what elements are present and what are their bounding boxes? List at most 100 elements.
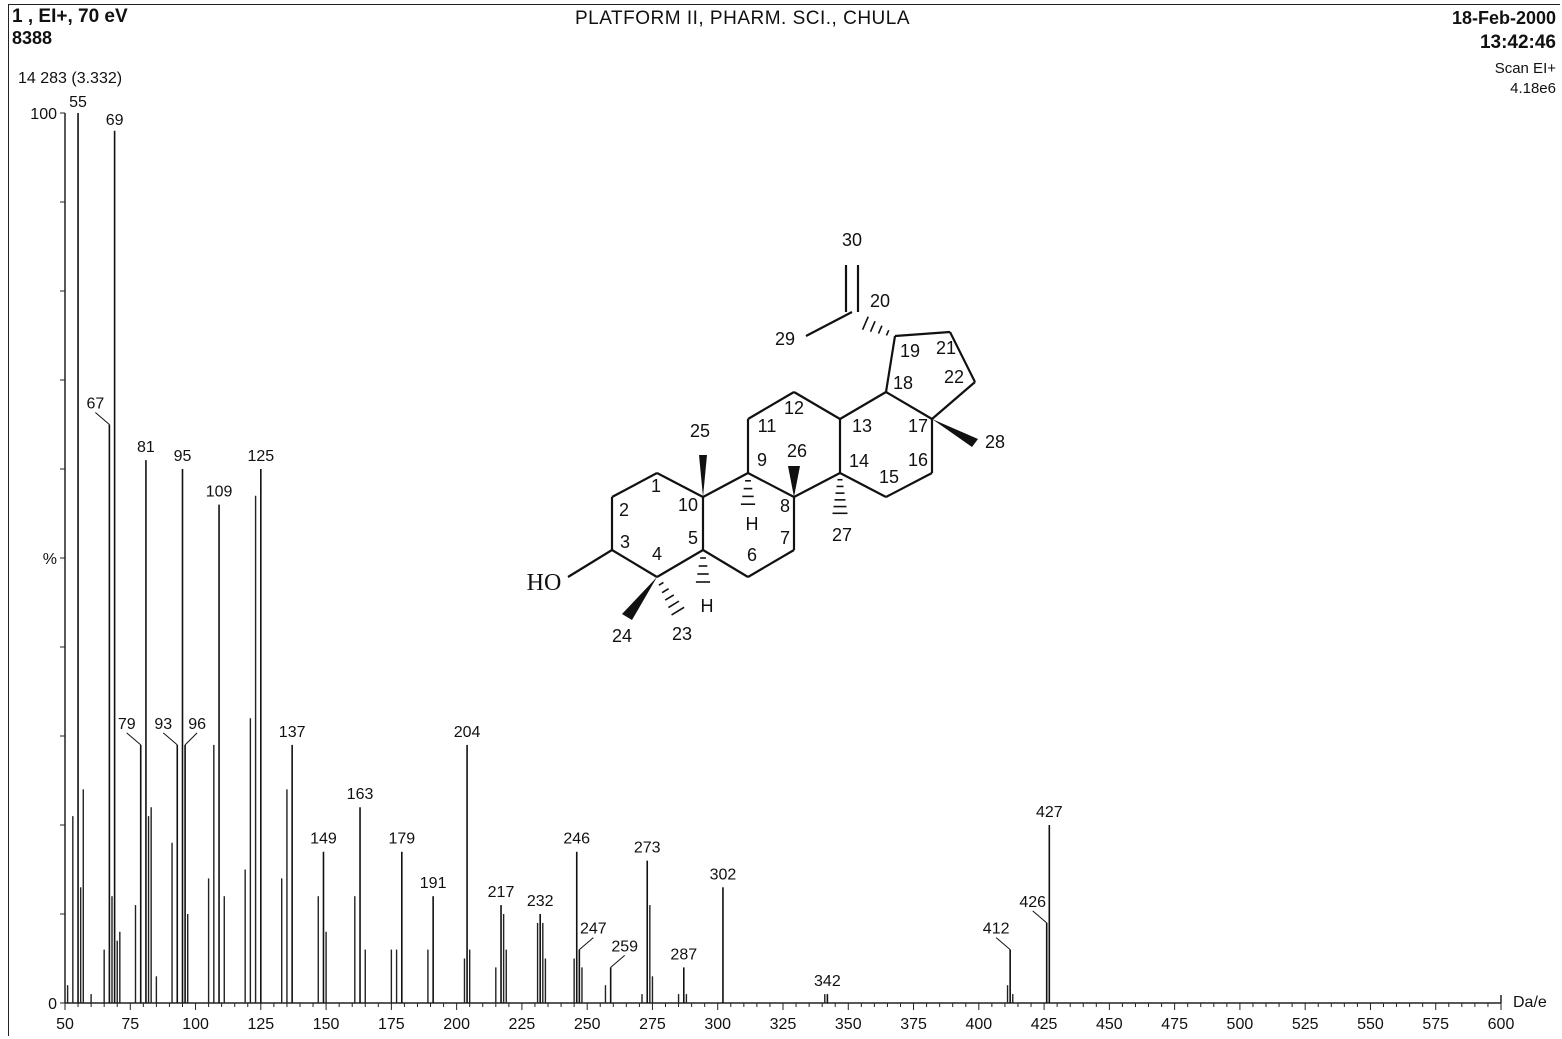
x-tick-label: 425 <box>1031 1016 1058 1033</box>
atom-label: 1 <box>651 476 661 496</box>
structure-bond <box>567 549 613 578</box>
structure-bond <box>793 472 841 498</box>
structure-wedge <box>932 419 978 447</box>
atom-label: 24 <box>612 626 632 646</box>
x-tick-label: 500 <box>1227 1016 1254 1033</box>
structure-hash <box>885 329 890 336</box>
atom-label: 17 <box>908 416 928 436</box>
atom-label: 8 <box>780 496 790 516</box>
structure-bond <box>611 472 658 498</box>
atom-label: 13 <box>852 416 872 436</box>
peak-label: 246 <box>563 831 590 848</box>
peak-leader-line <box>1032 910 1048 924</box>
atom-label: 15 <box>879 467 899 487</box>
peak-label: 179 <box>388 831 415 848</box>
atom-label: 5 <box>688 528 698 548</box>
structure-bond <box>839 391 887 420</box>
peak-label: 81 <box>137 439 155 456</box>
labeled-peaks: 5569677981939596109125137149163179191204… <box>69 94 1063 1003</box>
peak-label: 259 <box>611 938 638 955</box>
x-tick-label: 525 <box>1292 1016 1319 1033</box>
peak-leader-line <box>610 955 626 968</box>
spectrum-frame <box>8 4 1560 1036</box>
peak-leader-line <box>995 937 1011 950</box>
x-tick-label: 125 <box>247 1016 274 1033</box>
atom-label: 25 <box>690 421 710 441</box>
peak-leader-line <box>126 732 142 746</box>
minor-peaks <box>66 495 1014 1003</box>
x-tick-label: 400 <box>965 1016 992 1033</box>
atom-label: 22 <box>944 367 964 387</box>
x-tick-label: 575 <box>1422 1016 1449 1033</box>
atom-label: 2 <box>619 500 629 520</box>
atom-label: 6 <box>747 545 757 565</box>
atom-label: 3 <box>620 532 630 552</box>
x-tick-label: 100 <box>182 1016 209 1033</box>
atom-label: 29 <box>775 329 795 349</box>
x-tick-label: 325 <box>770 1016 797 1033</box>
scan-info: 14 283 (3.332) <box>18 70 123 87</box>
structure-hash <box>664 594 675 601</box>
structure-hash <box>667 600 680 609</box>
stereo-h-label: H <box>746 514 759 534</box>
peak-label: 137 <box>279 724 306 741</box>
structure-bond <box>949 331 976 383</box>
structure-hash <box>877 325 883 334</box>
peak-label: 67 <box>86 396 104 413</box>
x-tick-label: 300 <box>704 1016 731 1033</box>
peak-label: 125 <box>247 448 274 465</box>
structure-wedge <box>699 455 707 497</box>
structure-bond <box>931 381 976 420</box>
instrument-title: PLATFORM II, PHARM. SCI., CHULA <box>575 8 911 29</box>
acquisition-time: 13:42:46 <box>1479 32 1556 53</box>
x-axis-label: Da/e <box>1513 994 1547 1011</box>
structure-bond <box>702 549 749 578</box>
hydroxyl-label: HO <box>527 570 562 596</box>
x-tick-label: 250 <box>574 1016 601 1033</box>
atom-label: 27 <box>832 525 852 545</box>
structure-hash <box>861 316 869 331</box>
peak-leader-line <box>95 412 110 425</box>
peak-label: 287 <box>670 946 697 963</box>
peak-label: 342 <box>814 973 841 990</box>
atom-label: 26 <box>787 441 807 461</box>
peak-label: 93 <box>154 716 172 733</box>
peak-label: 217 <box>488 884 515 901</box>
atom-label: 16 <box>908 450 928 470</box>
atom-label: 12 <box>784 398 804 418</box>
structure-bond <box>894 330 951 338</box>
peak-label: 109 <box>206 484 233 501</box>
atom-label: 23 <box>672 624 692 644</box>
x-tick-label: 150 <box>313 1016 340 1033</box>
peak-leader-line <box>579 937 594 950</box>
x-tick-label: 175 <box>378 1016 405 1033</box>
structure-bond <box>884 335 897 393</box>
scan-mode: Scan EI+ <box>1494 60 1556 77</box>
peak-leader-line <box>162 732 178 746</box>
peak-label: 95 <box>174 448 192 465</box>
structure-bond <box>702 472 749 498</box>
structure-wedge <box>622 577 657 620</box>
structure-bond <box>839 472 887 498</box>
structure-hash <box>671 606 685 616</box>
peak-label: 427 <box>1036 804 1063 821</box>
atom-label: 11 <box>758 416 777 436</box>
peak-label: 149 <box>310 831 337 848</box>
peak-label: 79 <box>118 716 136 733</box>
atom-label: 18 <box>893 373 913 393</box>
acquisition-date: 18-Feb-2000 <box>1451 8 1556 28</box>
peak-label: 412 <box>983 921 1010 938</box>
x-tick-label: 450 <box>1096 1016 1123 1033</box>
structure-bond <box>747 472 795 498</box>
atom-label: 28 <box>985 432 1005 452</box>
peak-label: 191 <box>420 875 447 892</box>
atom-label: 4 <box>652 544 662 564</box>
structure-bond <box>793 391 841 420</box>
atom-label: 19 <box>900 341 920 361</box>
structure-bond <box>611 549 658 578</box>
x-tick-label: 550 <box>1357 1016 1384 1033</box>
atom-label: 21 <box>936 338 956 358</box>
